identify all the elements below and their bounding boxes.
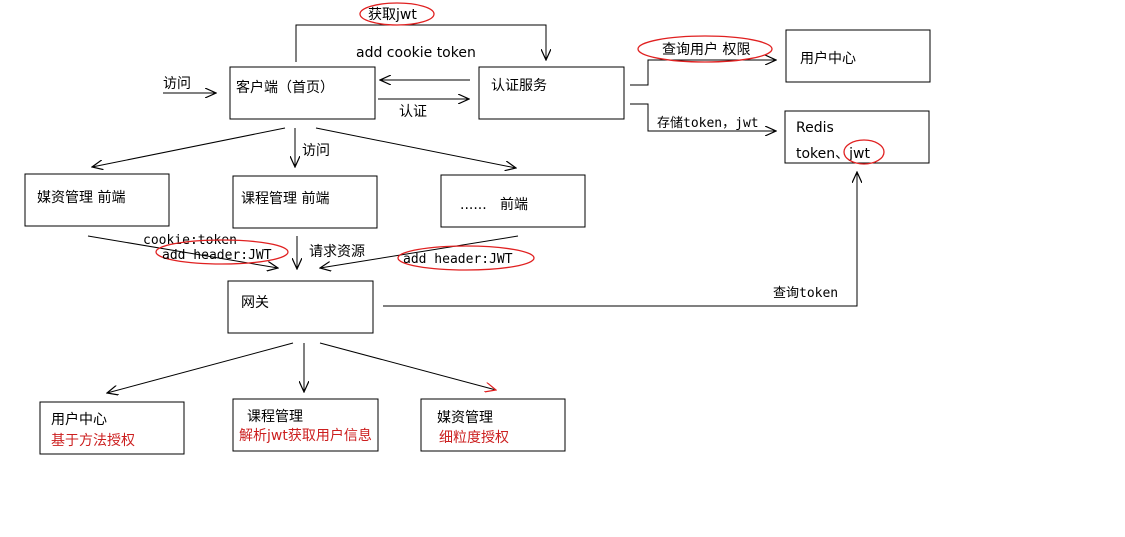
media-service-box: 媒资管理 细粒度授权 xyxy=(420,398,566,452)
get-jwt-connector: 获取jwt xyxy=(295,2,546,62)
add-header-left-label: add header:JWT xyxy=(162,248,272,263)
store-token-connector: 存储token，jwt xyxy=(630,103,776,131)
gateway-to-media-service-arrow xyxy=(319,342,496,390)
course-service-note: 解析jwt获取用户信息 xyxy=(239,427,372,444)
add-header-left-circle xyxy=(155,239,289,265)
query-permission-label: 查询用户 权限 xyxy=(662,41,750,58)
visit-down-label: 访问 xyxy=(302,143,330,159)
other-frontend-box: ...... 前端 xyxy=(440,174,586,228)
add-header-right-circle xyxy=(397,245,535,271)
add-header-right-label: add header:JWT xyxy=(403,252,513,267)
get-jwt-circle xyxy=(359,2,435,26)
gateway-box: 网关 xyxy=(227,280,374,334)
query-token-label: 查询token xyxy=(773,286,838,301)
user-center-bottom-box: 用户中心 基于方法授权 xyxy=(39,401,185,455)
media-frontend-label: 媒资管理 前端 xyxy=(37,189,125,206)
auth-service-label: 认证服务 xyxy=(491,78,547,94)
course-frontend-box: 课程管理 前端 xyxy=(232,175,378,229)
query-permission-circle xyxy=(637,35,773,63)
store-token-label: 存储token，jwt xyxy=(657,116,759,131)
gateway-to-user-center-arrow xyxy=(107,342,294,393)
authenticate-label: 认证 xyxy=(399,104,427,120)
other-frontend-to-gateway-arrow xyxy=(320,235,519,268)
user-center-bottom-label: 用户中心 xyxy=(51,411,107,428)
user-center-top-label: 用户中心 xyxy=(800,50,856,67)
redis-title: Redis xyxy=(796,120,834,136)
svg-text:token、jwt: token、jwt xyxy=(796,146,870,162)
course-service-box: 课程管理 解析jwt获取用户信息 xyxy=(232,398,379,452)
get-jwt-label: 获取jwt xyxy=(368,7,417,23)
media-service-label: 媒资管理 xyxy=(437,410,493,426)
redis-box: Redis token、jwt xyxy=(784,110,930,165)
media-frontend-box: 媒资管理 前端 xyxy=(24,173,170,227)
cookie-token-label: cookie:token xyxy=(143,233,237,248)
query-permission-connector: 查询用户 权限 xyxy=(630,35,776,86)
client-to-media-frontend-arrow xyxy=(92,127,286,167)
redis-jwt-label: jwt xyxy=(848,146,870,162)
user-center-note: 基于方法授权 xyxy=(51,432,135,449)
auth-service-box: 认证服务 xyxy=(478,66,625,120)
media-service-note: 细粒度授权 xyxy=(439,430,509,446)
gateway-label: 网关 xyxy=(241,295,269,311)
client-label: 客户端（首页） xyxy=(236,79,334,96)
visit-left-label: 访问 xyxy=(163,76,191,92)
user-center-top-box: 用户中心 xyxy=(785,29,931,83)
course-frontend-label: 课程管理 前端 xyxy=(241,190,329,207)
request-resource-label: 请求资源 xyxy=(309,244,365,260)
client-to-other-frontend-arrow xyxy=(315,127,516,168)
jwt-highlight-circle xyxy=(843,139,885,165)
query-token-connector: 查询token xyxy=(383,172,857,307)
client-box: 客户端（首页） xyxy=(229,66,376,120)
other-frontend-label: ...... 前端 xyxy=(460,196,528,213)
course-service-label: 课程管理 xyxy=(247,409,303,425)
redis-token-label: token、 xyxy=(796,146,849,162)
add-cookie-token-label: add cookie token xyxy=(356,45,476,61)
